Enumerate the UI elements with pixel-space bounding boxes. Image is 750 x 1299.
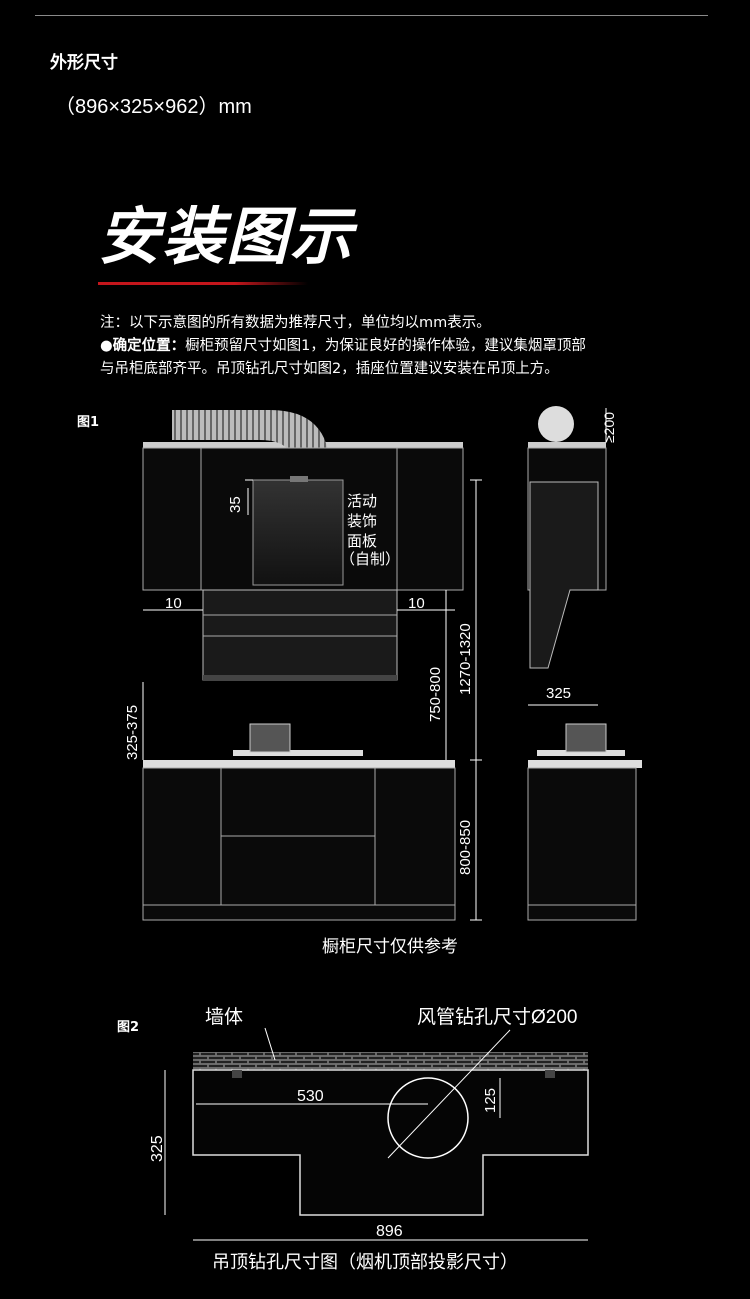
hood-upper-body [252,479,344,586]
panel-text-2: 装饰 [347,513,377,530]
panel-text-4: （自制） [340,551,400,568]
countertop [143,760,455,768]
dim-125: 125 [482,1088,499,1113]
dim-1270-1320: 1270-1320 [457,623,474,695]
title-underline [98,282,308,285]
fig1-side-view [527,406,642,921]
note-line-2: ●确定位置：橱柜预留尺寸如图1，为保证良好的操作体验，建议集烟罩顶部 [100,335,660,358]
size-title: 外形尺寸 [50,53,118,73]
install-note: 注：以下示意图的所有数据为推荐尺寸，单位均以mm表示。 ●确定位置：橱柜预留尺寸… [100,312,660,381]
size-value: （896×325×962）mm [55,96,252,118]
dim-325-fig2: 325 [149,1135,166,1162]
dim-896: 896 [376,1223,403,1240]
duct-pipe [172,410,330,478]
dim-530: 530 [297,1088,324,1105]
note-line-1: 注：以下示意图的所有数据为推荐尺寸，单位均以mm表示。 [100,315,491,331]
side-ceiling [528,442,606,448]
dim-200: ≥200 [601,412,617,443]
side-hood [529,481,599,669]
fig1-label: 图1 [77,415,100,430]
panel-text-1: 活动 [347,493,377,510]
note-line-3: 与吊柜底部齐平。吊顶钻孔尺寸如图2，插座位置建议安装在吊顶上方。 [100,361,559,377]
duct-hole [387,1077,469,1159]
dim-35: 35 [227,496,244,513]
wall-label: 墙体 [205,1006,243,1028]
duct-label: 风管钻孔尺寸Ø200 [417,1006,577,1028]
cooktop [233,750,363,756]
lower-cabinet [142,767,456,921]
install-title: 安装图示 [98,200,355,273]
hood-body [202,589,398,681]
note-bold: ●确定位置： [100,338,186,354]
dim-800-850: 800-850 [457,820,474,875]
fig2-caption: 吊顶钻孔尺寸图（烟机顶部投影尺寸） [212,1252,518,1272]
side-duct-end [538,406,574,442]
ceiling-cutout-outline [192,1069,589,1216]
note-line-2-text: 橱柜预留尺寸如图1，为保证良好的操作体验，建议集烟罩顶部 [185,338,586,354]
brick-wall [193,1052,588,1070]
fig2-label: 图2 [117,1020,140,1035]
dim-325-375: 325-375 [124,705,141,760]
dim-10-right: 10 [408,595,425,612]
fig1-caption: 橱柜尺寸仅供参考 [322,937,458,956]
dim-750-800: 750-800 [427,667,444,722]
dim-10-left: 10 [165,595,182,612]
pot [249,723,291,753]
top-divider [35,15,708,16]
dim-325-side: 325 [546,685,571,702]
fig2-drawing [164,1027,589,1241]
panel-text-3: 面板 [347,532,377,550]
fig1-front-view [142,410,482,921]
